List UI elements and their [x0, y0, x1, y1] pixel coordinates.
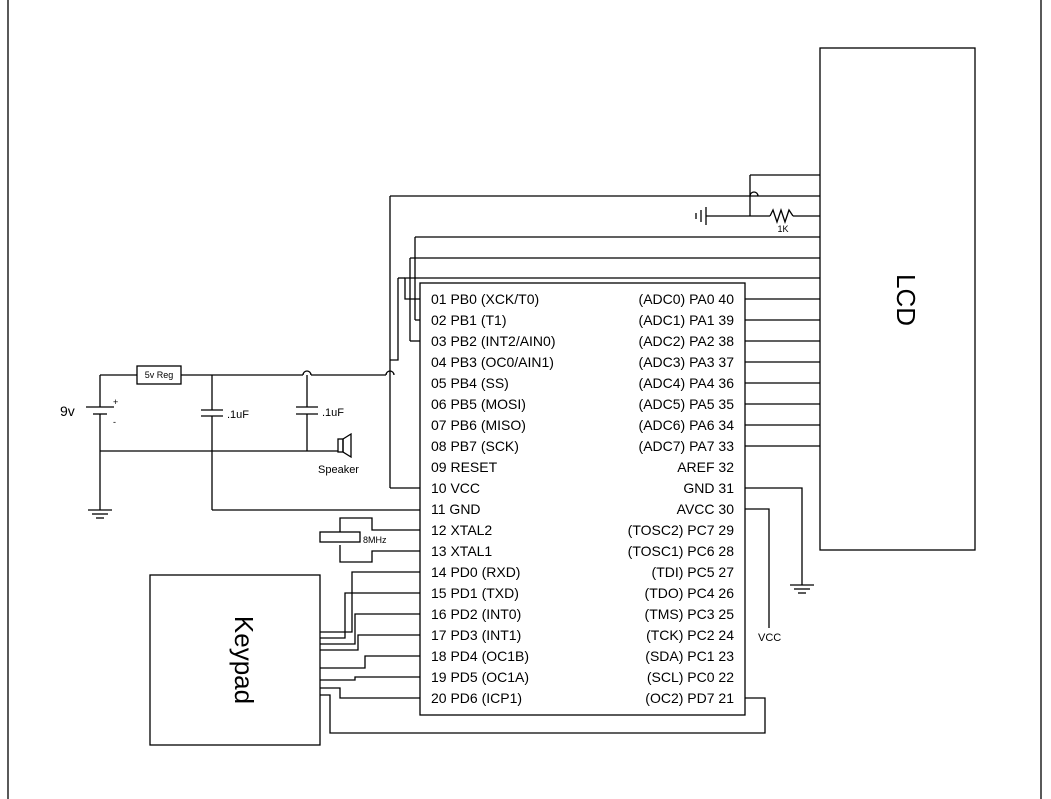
cap1-label: .1uF	[227, 409, 249, 421]
mcu-right-pin-label: (SDA) PC1 23	[645, 648, 734, 664]
resistor-1k	[769, 207, 794, 225]
mcu-right-pin-label: (TMS) PC3 25	[645, 606, 735, 622]
speaker-icon	[337, 438, 344, 453]
cap2-label: .1uF	[322, 407, 344, 419]
mcu-left-pin-label: 13 XTAL1	[431, 543, 492, 559]
mcu-right-pin-label: AVCC 30	[677, 501, 735, 517]
mcu-left-pin-label: 15 PD1 (TXD)	[431, 585, 519, 601]
mcu-right-pin-label: (TCK) PC2 24	[646, 627, 734, 643]
mcu-left-pin-label: 16 PD2 (INT0)	[431, 606, 521, 622]
lcd-control-wires	[390, 195, 820, 361]
port-a-wires	[745, 298, 820, 447]
power-supply: 5v Reg 9v + - .1uF .1uF Speaker	[60, 365, 420, 519]
mcu-right-pin-label: (TOSC2) PC7 29	[628, 522, 735, 538]
mcu-left-pin-label: 10 VCC	[431, 480, 480, 496]
crystal-label: 8MHz	[363, 535, 387, 545]
mcu-left-pin-label: 14 PD0 (RXD)	[431, 564, 520, 580]
regulator-label: 5v Reg	[145, 370, 174, 380]
mcu-left-pin-label: 08 PB7 (SCK)	[431, 438, 519, 454]
mcu-right-pin-label: (ADC1) PA1 39	[639, 312, 735, 328]
mcu-left-pin-label: 04 PB3 (OC0/AIN1)	[431, 354, 554, 370]
analog-power: VCC	[745, 487, 814, 644]
mcu-right-pin-label: (ADC5) PA5 35	[639, 396, 735, 412]
mcu-left-pin-label: 18 PD4 (OC1B)	[431, 648, 529, 664]
crystal-8mhz: 8MHz	[319, 517, 420, 563]
mcu-right-pin-label: (ADC3) PA3 37	[639, 354, 735, 370]
mcu-right-pin-label: (ADC4) PA4 36	[639, 375, 735, 391]
mcu-left-pin-label: 07 PB6 (MISO)	[431, 417, 526, 433]
battery-minus: -	[113, 417, 116, 427]
mcu-right-pin-label: (TDO) PC4 26	[645, 585, 735, 601]
speaker-label: Speaker	[318, 464, 359, 476]
mcu-right-pins: (ADC0) PA0 40 (ADC1) PA1 39 (ADC2) PA2 38 (…	[628, 291, 735, 706]
mcu-left-pin-label: 20 PD6 (ICP1)	[431, 690, 522, 706]
mcu-left-pin-label: 03 PB2 (INT2/AIN0)	[431, 333, 556, 349]
battery-label: 9v	[60, 403, 75, 419]
mcu-right-pin-label: AREF 32	[677, 459, 734, 475]
vcc-label: VCC	[758, 632, 781, 644]
keypad-label: Keypad	[229, 616, 259, 704]
mcu-right-pin-label: (ADC0) PA0 40	[639, 291, 735, 307]
mcu-box	[419, 282, 746, 716]
mcu-left-pin-label: 05 PB4 (SS)	[431, 375, 509, 391]
mcu-left-pin-label: 17 PD3 (INT1)	[431, 627, 521, 643]
mcu-right-pin-label: (TDI) PC5 27	[652, 564, 735, 580]
keypad-wires	[320, 571, 766, 734]
mcu-left-pin-label: 01 PB0 (XCK/T0)	[431, 291, 539, 307]
contrast-network: 1K	[695, 174, 820, 234]
mcu-left-pin-label: 11 GND	[431, 501, 481, 517]
mcu-left-pin-label: 06 PB5 (MOSI)	[431, 396, 526, 412]
mcu-right-pin-label: (ADC2) PA2 38	[639, 333, 735, 349]
mcu-right-pin-label: GND 31	[683, 480, 734, 496]
mcu-left-pins: 01 PB0 (XCK/T0) 02 PB1 (T1) 03 PB2 (INT2/A…	[431, 291, 556, 706]
mcu-right-pin-label: (ADC6) PA6 34	[639, 417, 735, 433]
vcc-rail	[389, 196, 420, 489]
mcu-right-pin-label: (OC2) PD7 21	[645, 690, 734, 706]
mcu-left-pin-label: 12 XTAL2	[431, 522, 492, 538]
battery-plus: +	[113, 397, 118, 407]
mcu-right-pin-label: (TOSC1) PC6 28	[628, 543, 735, 559]
mcu-right-pin-label: (SCL) PC0 22	[647, 669, 734, 685]
mcu-left-pin-label: 19 PD5 (OC1A)	[431, 669, 529, 685]
mcu-left-pin-label: 09 RESET	[431, 459, 498, 475]
lcd-label: LCD	[891, 274, 921, 326]
resistor-label: 1K	[777, 224, 788, 234]
mcu-left-pin-label: 02 PB1 (T1)	[431, 312, 506, 328]
keypad-box	[149, 574, 321, 746]
mcu-right-pin-label: (ADC7) PA7 33	[639, 438, 735, 454]
